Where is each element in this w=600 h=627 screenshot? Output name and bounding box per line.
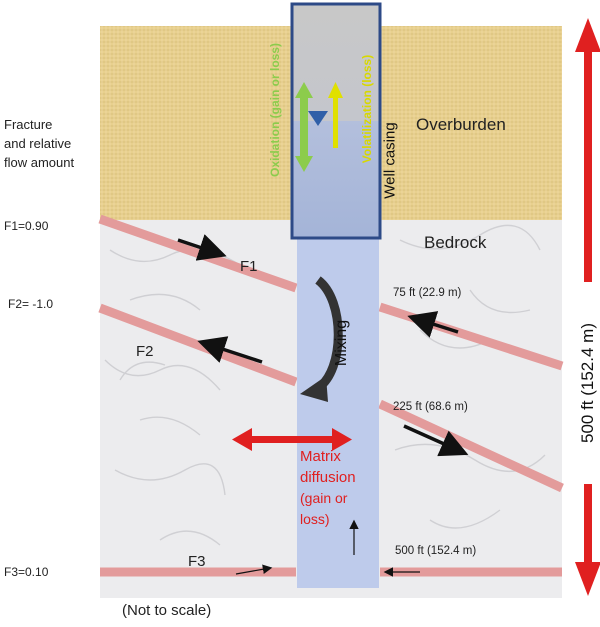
mixing-arrow (300, 276, 343, 402)
f3-flow-arrows (235, 519, 420, 577)
not-to-scale-note: (Not to scale) (122, 602, 212, 619)
f2-flow-label: F2= -1.0 (8, 297, 54, 311)
f3-label: F3 (188, 553, 206, 570)
f1-label: F1 (240, 258, 258, 275)
bedrock-label: Bedrock (424, 233, 487, 252)
total-depth-arrows (575, 18, 600, 596)
mixing-label: Mixing (333, 319, 350, 367)
depth-75-label: 75 ft (22.9 m) (393, 287, 462, 299)
matrix-diffusion-line-2: diffusion (300, 469, 356, 486)
matrix-diffusion-arrow (232, 428, 352, 451)
matrix-diffusion-label: Matrix diffusion (gain or loss) (300, 446, 356, 530)
well-casing-label: Well casing (381, 122, 399, 199)
oxidation-label: Oxidation (gain or loss) (268, 43, 282, 178)
oxidation-arrows (295, 82, 313, 172)
depth-225-label: 225 ft (68.6 m) (393, 401, 468, 413)
fracture-note: Fracture and relative flow amount (4, 115, 74, 172)
matrix-diffusion-line-1: Matrix (300, 448, 341, 465)
fracture-note-line-3: flow amount (4, 155, 75, 170)
matrix-diffusion-line-4: loss) (300, 511, 330, 527)
volatilization-label: Volatilization (loss) (360, 54, 374, 164)
flow-arrows (177, 234, 469, 457)
borehole (297, 238, 379, 588)
f1-flow-label: F1=0.90 (4, 219, 49, 233)
water-level-marker (308, 111, 328, 126)
fracture-note-line-1: Fracture (4, 117, 53, 132)
depth-500-label: 500 ft (152.4 m) (395, 545, 477, 557)
overburden-label: Overburden (416, 115, 506, 134)
f3-flow-label: F3=0.10 (4, 565, 49, 579)
f2-label: F2 (136, 343, 154, 360)
total-depth-label: 500 ft (152.4 m) (578, 323, 597, 444)
fracture-note-line-2: and relative (4, 136, 72, 151)
matrix-diffusion-line-3: (gain or (300, 490, 348, 506)
volatilization-arrow (328, 82, 343, 148)
